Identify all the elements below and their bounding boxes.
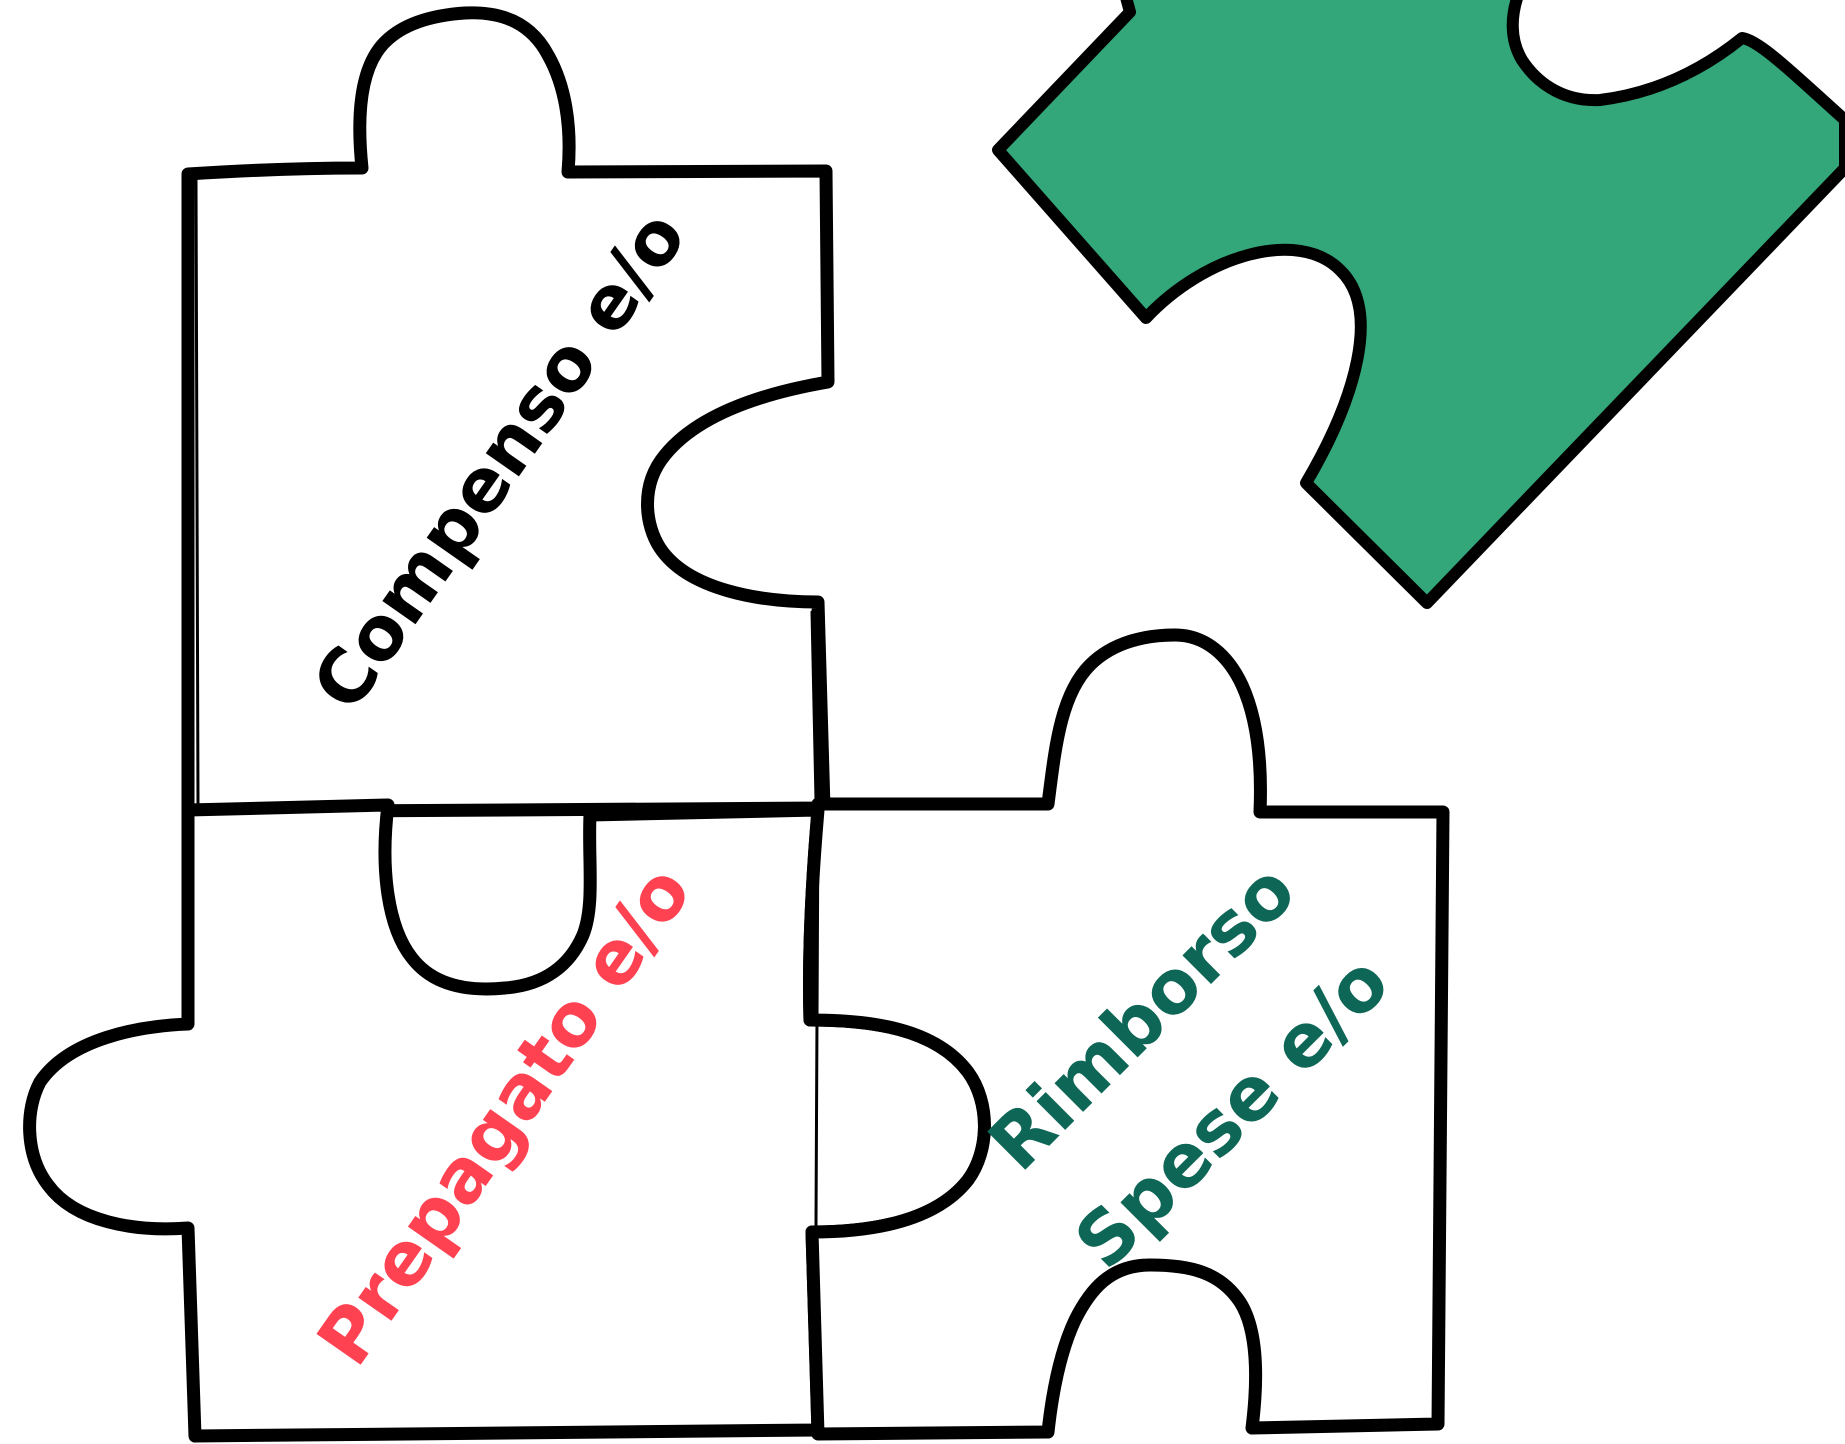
top-left-puzzle-piece <box>181 6 835 819</box>
sketch-line-top-left <box>194 178 200 807</box>
green-puzzle-piece <box>992 0 1845 609</box>
bottom-right-puzzle-piece <box>802 628 1450 1441</box>
sketch-line-center <box>810 610 820 1430</box>
